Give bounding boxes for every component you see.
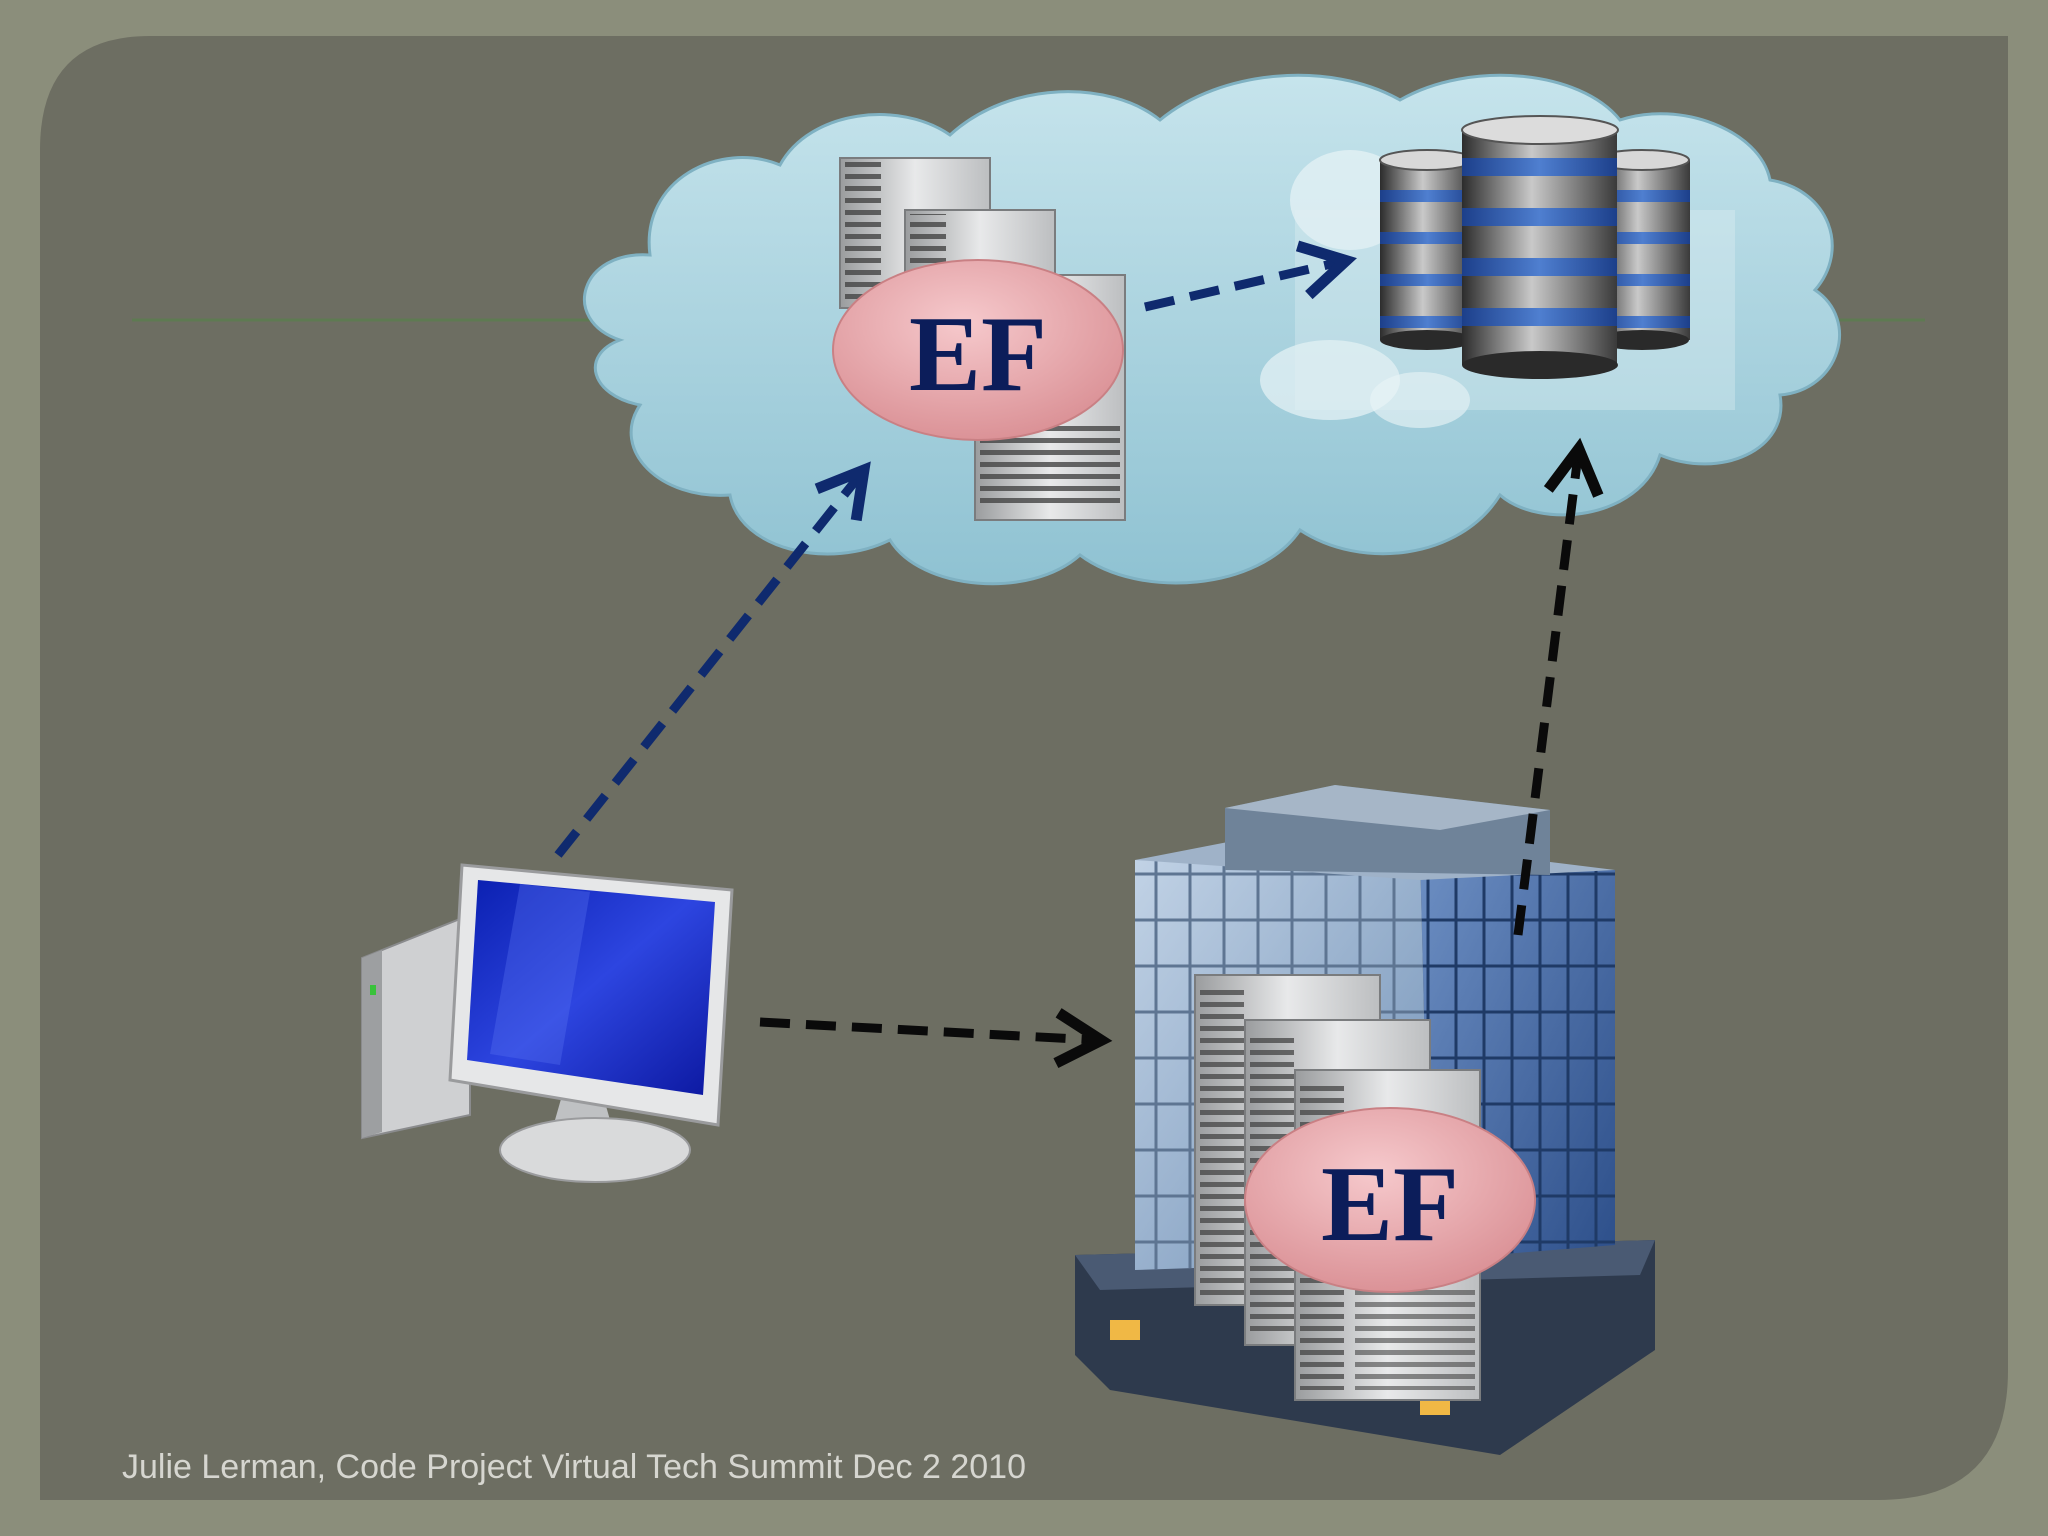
arrow-computer-to-appserver [554, 461, 871, 858]
building-ef-label: EF [1321, 1145, 1459, 1264]
computer-tower [361, 913, 471, 1140]
database-stack-icon [1379, 115, 1690, 379]
diagram-arrows [554, 240, 1604, 1069]
slide-footer: Julie Lerman, Code Project Virtual Tech … [122, 1448, 1026, 1486]
cloud-ef-badge: EF [832, 259, 1124, 441]
desktop-computer-icon [361, 863, 734, 1183]
arrow-appserver-to-database [1143, 240, 1357, 312]
arrow-computer-to-building [759, 1008, 1113, 1069]
arrow-building-to-database [1513, 437, 1604, 936]
database-left [1379, 149, 1475, 350]
building-roof-unit [1225, 785, 1550, 875]
database-center [1461, 115, 1619, 379]
building-ef-badge: EF [1244, 1107, 1536, 1293]
cloud-ef-label: EF [909, 295, 1047, 414]
computer-monitor [448, 863, 734, 1127]
